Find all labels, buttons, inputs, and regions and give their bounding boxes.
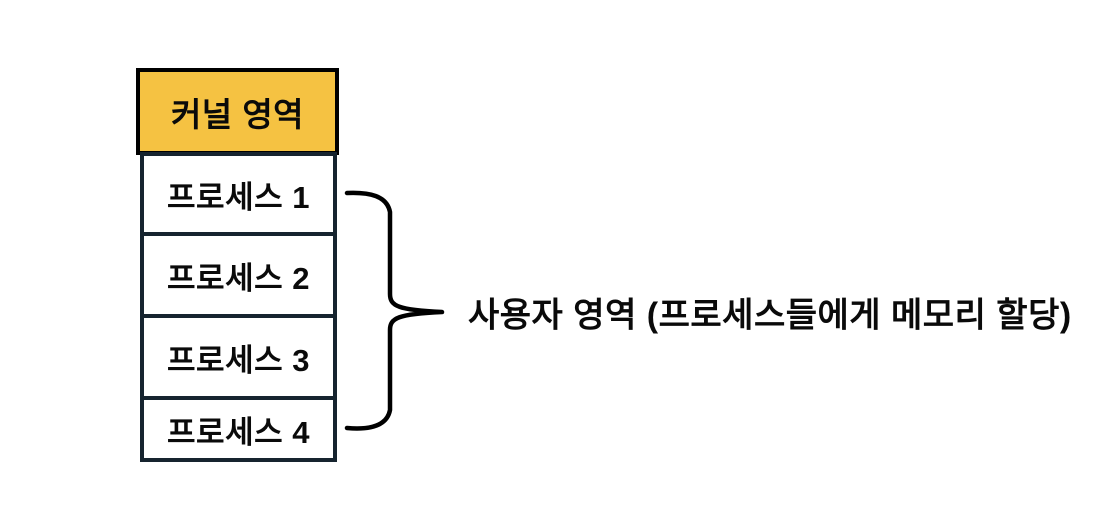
process-1-label: 프로세스 1 [167,179,310,215]
process-3-label: 프로세스 3 [167,342,310,378]
kernel-area-label: 커널 영역 [170,95,305,133]
process-3-box: 프로세스 3 [140,314,337,400]
process-1-box: 프로세스 1 [140,152,337,236]
process-2-label: 프로세스 2 [167,260,310,296]
process-4-label: 프로세스 4 [167,414,310,450]
user-area-annotation: 사용자 영역 (프로세스들에게 메모리 할당) [468,296,1072,335]
kernel-area-box: 커널 영역 [136,68,339,155]
process-2-box: 프로세스 2 [140,232,337,318]
process-4-box: 프로세스 4 [140,396,337,462]
